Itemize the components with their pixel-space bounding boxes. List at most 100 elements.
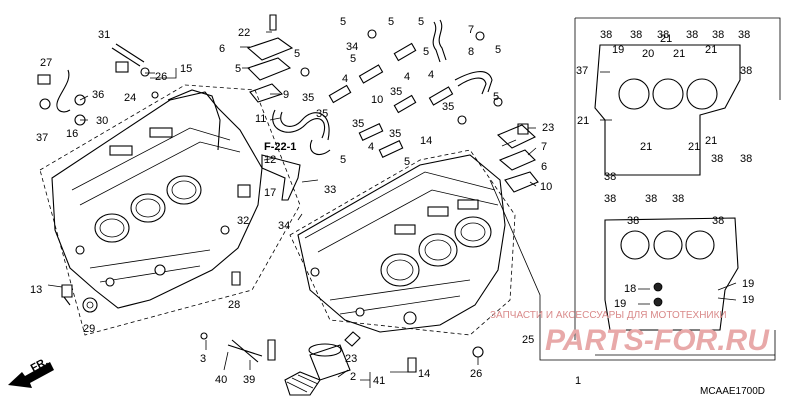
callout: 38 xyxy=(712,29,724,41)
callout: 10 xyxy=(371,94,383,106)
callout: 16 xyxy=(66,128,78,140)
covers-and-gaskets xyxy=(246,37,539,193)
callout: 38 xyxy=(604,193,616,205)
callout: 7 xyxy=(541,141,547,153)
upper-crankcase xyxy=(39,84,301,336)
callout: 21 xyxy=(640,141,652,153)
callout: 38 xyxy=(630,29,642,41)
callout: 5 xyxy=(404,156,410,168)
callout: 14 xyxy=(418,368,430,380)
callout: 2 xyxy=(350,371,356,383)
callout: 5 xyxy=(294,48,300,60)
callout: 6 xyxy=(219,43,225,55)
oil-filter xyxy=(284,331,361,396)
callout: 29 xyxy=(83,323,95,335)
watermark-tagline: ЗАПЧАСТИ И АКСЕССУАРЫ ДЛЯ МОТОТЕХНИКИ xyxy=(490,310,727,321)
callout: 36 xyxy=(92,89,104,101)
callout: 38 xyxy=(672,193,684,205)
callout: 41 xyxy=(373,375,385,387)
callout: 7 xyxy=(468,24,474,36)
callout: 5 xyxy=(350,53,356,65)
callout: 34 xyxy=(346,41,358,53)
callout: 38 xyxy=(604,171,616,183)
callout: 19 xyxy=(742,294,754,306)
callout: 5 xyxy=(493,91,499,103)
callout: 5 xyxy=(495,44,501,56)
callout: 38 xyxy=(686,29,698,41)
callout: 15 xyxy=(180,63,192,75)
callout: 28 xyxy=(228,299,240,311)
callout: 35 xyxy=(442,101,454,113)
callout: 8 xyxy=(468,46,474,58)
callout: 5 xyxy=(340,154,346,166)
callout: 5 xyxy=(235,63,241,75)
callout: 35 xyxy=(390,86,402,98)
callout: 34 xyxy=(278,220,290,232)
callout: 5 xyxy=(340,16,346,28)
hardware-bolts xyxy=(37,14,529,373)
callout: 38 xyxy=(712,215,724,227)
callout: 21 xyxy=(660,33,672,45)
leader-lines xyxy=(47,31,776,388)
callout: 30 xyxy=(96,115,108,127)
callout: 23 xyxy=(542,122,554,134)
callout: 21 xyxy=(705,135,717,147)
callout: 37 xyxy=(36,132,48,144)
callout: 21 xyxy=(688,141,700,153)
callout: 38 xyxy=(738,29,750,41)
callout: 21 xyxy=(673,48,685,60)
callout: 13 xyxy=(30,284,42,296)
callout: 1 xyxy=(575,375,581,387)
callout: 21 xyxy=(705,44,717,56)
callout: 14 xyxy=(420,135,432,147)
callout: 32 xyxy=(237,215,249,227)
callout: 27 xyxy=(40,57,52,69)
callout: 10 xyxy=(540,181,552,193)
callout: 38 xyxy=(740,65,752,77)
callout: 33 xyxy=(324,184,336,196)
callout: 21 xyxy=(577,115,589,127)
callout: 18 xyxy=(624,283,636,295)
callout: 4 xyxy=(404,71,410,83)
callout: 35 xyxy=(302,92,314,104)
callout: 35 xyxy=(316,108,328,120)
callout: 38 xyxy=(627,215,639,227)
callout: 38 xyxy=(657,29,669,41)
callout: 5 xyxy=(388,16,394,28)
callout: 35 xyxy=(389,128,401,140)
callout: 22 xyxy=(238,27,250,39)
callout: 11 xyxy=(255,113,266,125)
drawing-code: MCAAE1700D xyxy=(700,386,765,397)
callout: 5 xyxy=(418,16,424,28)
front-arrow-icon xyxy=(8,362,54,388)
callout: 37 xyxy=(576,65,588,77)
callout: 24 xyxy=(124,92,136,104)
section-reference: F-22-1 xyxy=(264,141,296,153)
callout: 19 xyxy=(742,278,754,290)
callout: 26 xyxy=(470,368,482,380)
callout: 3 xyxy=(200,353,206,365)
callout: 39 xyxy=(243,374,255,386)
callout: 4 xyxy=(368,141,374,153)
lower-crankcase xyxy=(289,149,516,336)
callout: 17 xyxy=(264,187,276,199)
callout: 20 xyxy=(642,48,654,60)
callout: 19 xyxy=(612,44,624,56)
callout: 38 xyxy=(740,153,752,165)
callout-numbers: 1 2 3 4 4 4 4 5 5 5 5 5 5 5 5 5 5 5 6 6 … xyxy=(30,16,754,387)
callout: 5 xyxy=(423,46,429,58)
callout: 6 xyxy=(541,161,547,173)
callout: 38 xyxy=(600,29,612,41)
head-gaskets xyxy=(574,17,781,340)
callout: 38 xyxy=(711,153,723,165)
callout: 31 xyxy=(98,29,110,41)
callout: 35 xyxy=(352,118,364,130)
watermark-logo: PARTS-FOR.RU xyxy=(545,324,770,357)
callout: 4 xyxy=(428,69,434,81)
breather-hoses xyxy=(272,19,503,159)
callout: 23 xyxy=(345,353,357,365)
callout: 9 xyxy=(283,89,289,101)
callout: 12 xyxy=(264,154,276,166)
callout: 19 xyxy=(614,298,626,310)
